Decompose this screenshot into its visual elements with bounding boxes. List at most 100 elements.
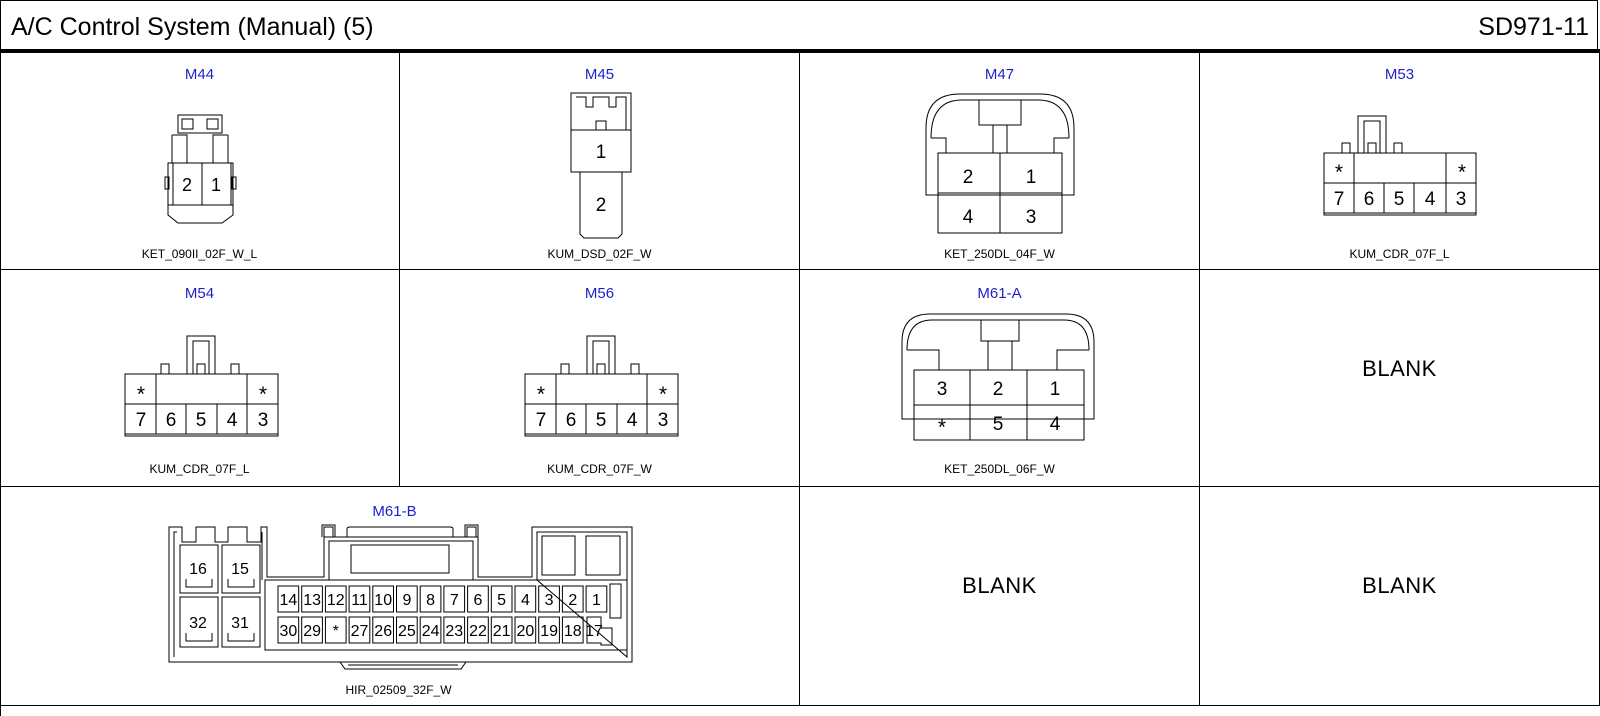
pin-label: 3 xyxy=(658,410,669,431)
pin-cell xyxy=(538,585,560,613)
blank-label: BLANK xyxy=(1362,356,1437,381)
connector-id: M61-A xyxy=(977,285,1022,302)
pin-label: 2 xyxy=(568,592,577,609)
connector-drawing-m61b: 16 15 32 31 1430132912*11271026925824723… xyxy=(168,524,633,670)
pin-cell xyxy=(585,585,608,613)
pin-label: 3 xyxy=(1026,207,1037,228)
cell-m45: M45 1 2 KUM_DSD_02F_W xyxy=(400,53,800,270)
cell-blank-r3c3: BLANK xyxy=(800,487,1200,706)
blank-label: BLANK xyxy=(1362,573,1437,598)
pin-label: 4 xyxy=(521,592,530,609)
pin-label: 24 xyxy=(422,623,440,640)
pin-label: 15 xyxy=(231,561,249,578)
pin-label: * xyxy=(659,383,667,406)
connector-type: KUM_CDR_07F_L xyxy=(149,462,250,476)
pin-cell xyxy=(372,585,394,613)
cell-m47: M47 2 1 4 3 KET_250DL_04F_W xyxy=(800,53,1200,270)
pin-label: 26 xyxy=(374,623,392,640)
pin-label: 1 xyxy=(211,175,221,195)
pin-label: 20 xyxy=(517,623,535,640)
pin-cell xyxy=(324,616,347,644)
pin-cell xyxy=(467,585,489,613)
pin-label: 8 xyxy=(426,592,435,609)
pin-cell xyxy=(301,616,323,644)
cell-m61a: M61-A 3 2 1 * 5 4 KET_250DL_06F_W xyxy=(800,270,1200,487)
pin-label: 1 xyxy=(1026,167,1037,188)
page-title: A/C Control System (Manual) (5) xyxy=(11,13,374,41)
pin-label: 4 xyxy=(1425,189,1436,210)
pin-label: 18 xyxy=(564,623,582,640)
pin-cell xyxy=(538,616,560,644)
pin-label: 31 xyxy=(231,615,249,632)
pin-label: 2 xyxy=(596,195,607,216)
connector-id: M54 xyxy=(184,285,215,302)
pin-cell xyxy=(277,585,300,613)
pin-label: 7 xyxy=(1334,189,1345,210)
key-slot xyxy=(609,583,622,619)
pin-label: 6 xyxy=(474,592,483,609)
pin-label: 16 xyxy=(189,561,207,578)
connector-id: M44 xyxy=(184,66,215,83)
pin-label: 1 xyxy=(1050,379,1061,400)
pin-label: 3 xyxy=(1456,189,1467,210)
pin-label: 2 xyxy=(182,175,192,195)
pin-cell xyxy=(324,585,347,613)
connector-id: M56 xyxy=(584,285,615,302)
pin-label: 13 xyxy=(303,592,321,609)
pin-label: 32 xyxy=(189,615,207,632)
pin-label: 3 xyxy=(545,592,554,609)
pin-label: * xyxy=(259,383,267,406)
pin-label: 3 xyxy=(258,410,269,431)
grid-left-border xyxy=(0,53,1,716)
pin-label: 19 xyxy=(540,623,558,640)
pin-label: 4 xyxy=(1050,414,1061,435)
pin-label: 25 xyxy=(398,623,416,640)
pin-label: 23 xyxy=(445,623,463,640)
connector-type: KUM_DSD_02F_W xyxy=(547,247,652,261)
pin-cell xyxy=(467,616,489,644)
pin-label: * xyxy=(938,416,946,439)
pin-labels-big: 16 15 32 31 xyxy=(189,561,249,632)
pin-cell xyxy=(396,616,418,644)
pin-label: 4 xyxy=(227,410,238,431)
pin-cell xyxy=(586,616,613,646)
pin-cell xyxy=(490,616,513,644)
connector-drawing-m47: 2 1 4 3 xyxy=(925,93,1075,234)
pin-cell xyxy=(277,616,300,644)
pin-cell xyxy=(514,616,537,644)
connector-type: KUM_CDR_07F_W xyxy=(547,462,652,476)
pin-label: 6 xyxy=(566,410,577,431)
sheet-header: A/C Control System (Manual) (5) SD971-11 xyxy=(0,0,1598,50)
cell-m54: M54 * * 7 6 5 4 3 KUM_CDR_07F_L xyxy=(0,270,400,487)
pin-cell xyxy=(396,585,418,613)
pin-label: 6 xyxy=(166,410,177,431)
pin-label: 5 xyxy=(196,410,207,431)
cell-m53: M53 * * 7 6 5 4 3 KUM_CDR_07F_L xyxy=(1200,53,1600,270)
connector-id: M45 xyxy=(584,66,615,83)
connector-id: M61-B xyxy=(372,503,417,520)
pin-label: 22 xyxy=(469,623,487,640)
pin-label: 5 xyxy=(497,592,506,609)
pin-label: 5 xyxy=(993,414,1004,435)
connector-type: KET_250DL_06F_W xyxy=(944,462,1055,476)
pin-label: * xyxy=(137,383,145,406)
pin-label: 1 xyxy=(592,592,601,609)
pin-label: 6 xyxy=(1364,189,1375,210)
cell-m44: M44 2 1 KET_090II_02F_W_L xyxy=(0,53,400,270)
pin-cell xyxy=(490,585,513,613)
connector-type: KET_090II_02F_W_L xyxy=(141,247,258,261)
pin-cell xyxy=(561,585,584,613)
pin-label: 10 xyxy=(374,592,392,609)
connector-id: M53 xyxy=(1384,66,1415,83)
pin-label: 2 xyxy=(963,167,974,188)
pin-label: 3 xyxy=(937,379,948,400)
pin-label: 21 xyxy=(493,623,511,640)
pin-label: 29 xyxy=(303,623,321,640)
pin-cell xyxy=(419,616,442,644)
cell-blank-r2c4: BLANK xyxy=(1200,270,1600,487)
pin-label: 4 xyxy=(963,207,974,228)
cell-m56: M56 * * 7 6 5 4 3 KUM_CDR_07F_W xyxy=(400,270,800,487)
pin-label: 9 xyxy=(402,592,411,609)
connector-drawing-m53: * * 7 6 5 4 3 xyxy=(1323,115,1477,216)
